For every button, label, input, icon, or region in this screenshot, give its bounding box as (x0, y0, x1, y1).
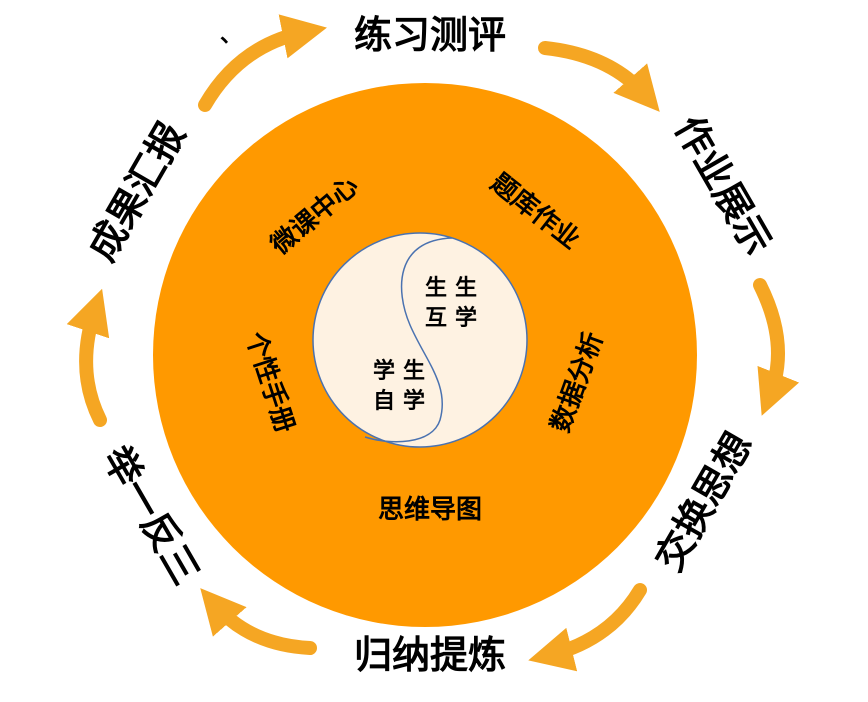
label-summarize-refine: 归纳提炼 (354, 633, 506, 677)
core-upper-line2: 互学 (425, 305, 485, 331)
core-lower-line1: 学生 (373, 358, 433, 384)
core-upper-line1: 生生 (425, 276, 485, 301)
arrow-1 (198, 14, 327, 112)
arrow-4 (528, 583, 647, 672)
arrow-6 (66, 288, 110, 427)
core-lower-line2: 自学 (373, 388, 433, 414)
label-mind-map: 思维导图 (378, 494, 482, 525)
stray-mark: 、 (220, 23, 242, 48)
yin-yang-divider (364, 237, 453, 443)
arrow-5 (200, 588, 317, 655)
yin-yang-core: 生生 互学 学生 自学 (312, 232, 528, 448)
arrow-3 (753, 278, 800, 416)
label-practice-assessment: 练习测评 (354, 13, 506, 57)
cycle-arrows (66, 14, 800, 672)
label-homework-display: 作业展示 (666, 109, 780, 263)
arrow-2 (538, 41, 660, 112)
